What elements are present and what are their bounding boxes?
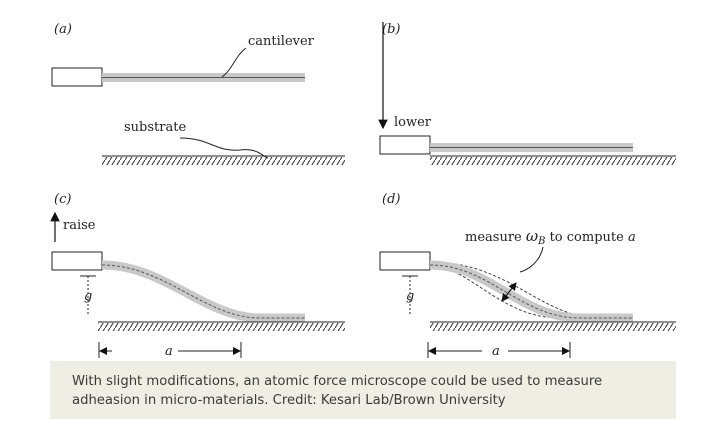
caption-line-1: With slight modifications, an atomic for…	[72, 374, 603, 389]
cantilever-base-b	[379, 135, 431, 155]
panel-a: (a) cantilever substrate	[51, 22, 345, 165]
panel-a-label: (a)	[54, 22, 72, 37]
substrate-leader	[179, 137, 269, 159]
cantilever-base-d	[379, 251, 431, 271]
substrate-hatch	[102, 157, 345, 165]
panel-d: (d) measure ωB to compute a g a	[379, 192, 676, 359]
length-label-c: a	[165, 344, 173, 359]
caption-line-2: adheasion in micro-materials. Credit: Ke…	[72, 393, 506, 408]
raise-label: raise	[63, 218, 96, 233]
gap-label-c: g	[84, 289, 92, 304]
panel-b: (b) lower	[378, 22, 676, 165]
panel-c-label: (c)	[54, 192, 71, 207]
substrate-hatch-c	[98, 323, 345, 331]
substrate-hatch-b	[430, 157, 676, 165]
panel-c: (c) raise g a	[50, 192, 345, 359]
length-label-d: a	[492, 344, 500, 359]
deflected-beam-c	[101, 260, 305, 323]
cantilever-base	[51, 67, 103, 87]
panel-b-label: (b)	[382, 22, 400, 37]
cantilever-base-c	[51, 251, 103, 271]
deflected-beam-d	[429, 260, 633, 323]
measure-annotation: measure ωB to compute a	[465, 227, 636, 247]
cantilever-label: cantilever	[248, 34, 315, 49]
cantilever-leader	[221, 47, 247, 78]
measure-leader	[519, 246, 544, 273]
substrate-hatch-d	[430, 323, 676, 331]
substrate-label: substrate	[124, 120, 186, 135]
caption: With slight modifications, an atomic for…	[50, 361, 676, 419]
gap-label-d: g	[406, 289, 414, 304]
lower-label: lower	[394, 115, 432, 130]
panel-d-label: (d)	[382, 192, 400, 207]
